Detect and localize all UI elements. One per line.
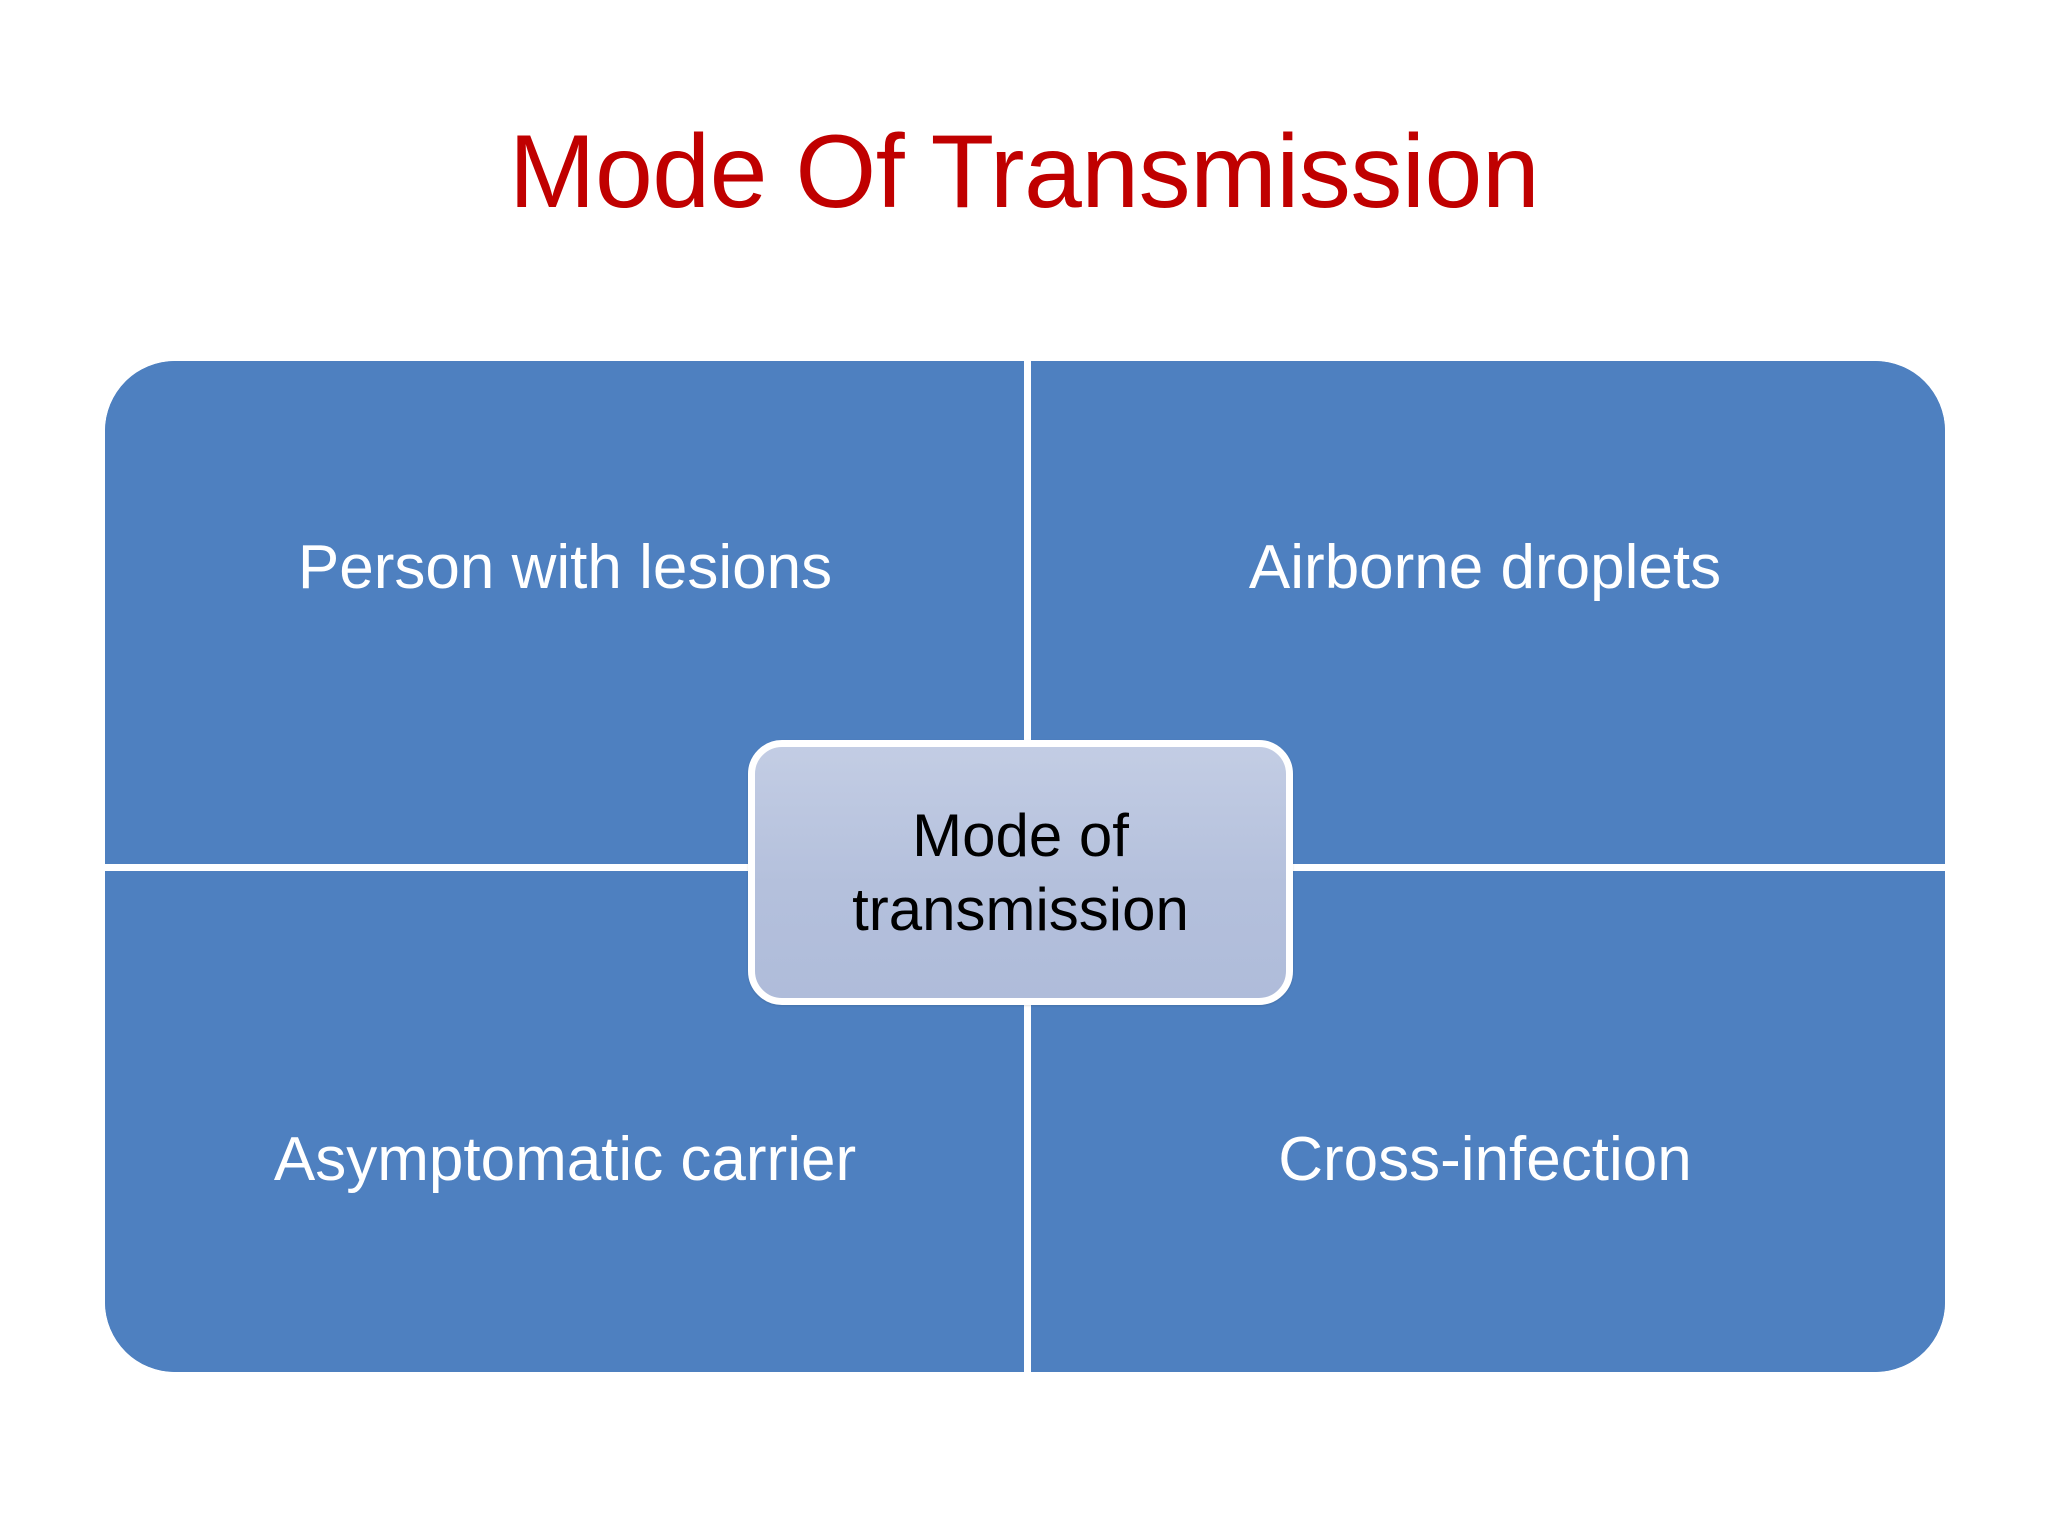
center-node-label-line1: Mode of bbox=[912, 802, 1129, 870]
quadrant-label-bottom-left: Asymptomatic carrier bbox=[273, 1124, 857, 1194]
quadrant-asymptomatic-carrier[interactable]: Asymptomatic carrier bbox=[105, 866, 1025, 1372]
quadrant-label-top-right: Airborne droplets bbox=[1248, 533, 1722, 603]
center-node-label: Mode of transmission bbox=[852, 799, 1189, 945]
quadrant-label-top-left: Person with lesions bbox=[297, 533, 833, 603]
center-node-label-line2: transmission bbox=[852, 875, 1189, 943]
quadrant-label-bottom-right: Cross-infection bbox=[1278, 1124, 1692, 1194]
mode-of-transmission-matrix: Person with lesions Airborne droplets As… bbox=[105, 361, 1945, 1372]
page-title: Mode Of Transmission bbox=[508, 114, 1540, 230]
center-node-mode-of-transmission[interactable]: Mode of transmission bbox=[748, 740, 1293, 1005]
